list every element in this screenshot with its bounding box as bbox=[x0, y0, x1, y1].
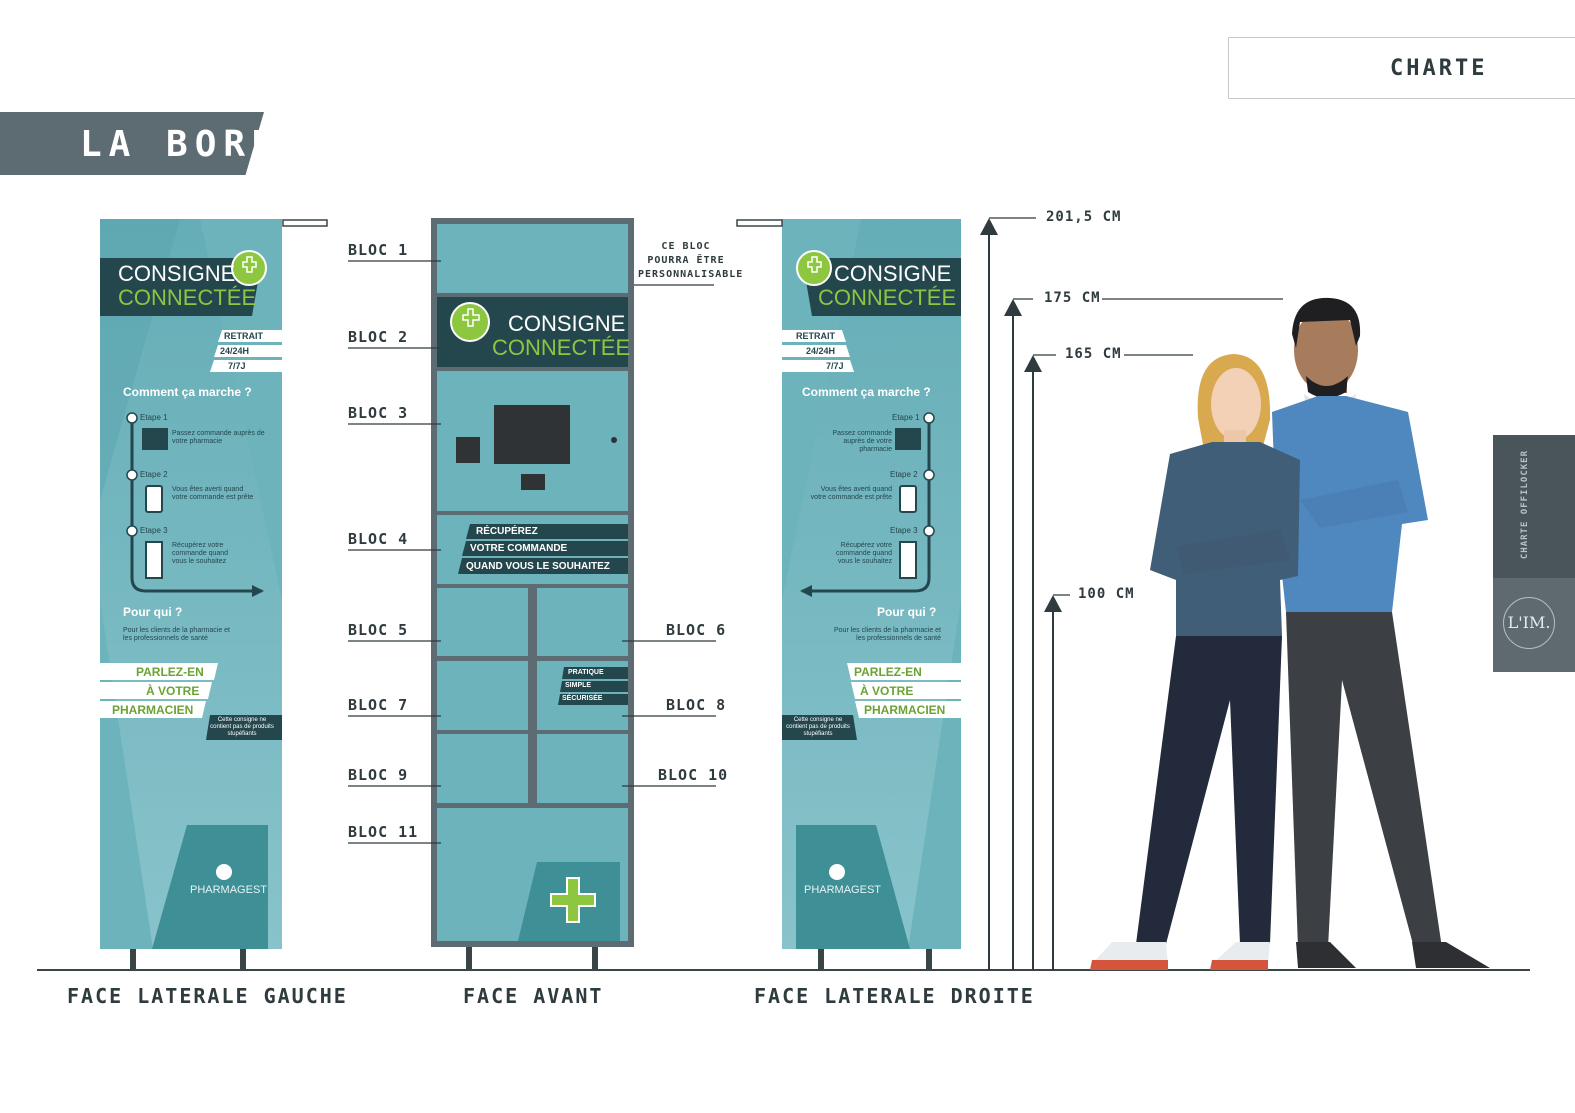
left-step3-text: Récupérez votre commande quand vous le s… bbox=[172, 542, 229, 565]
custom-note-line2: POURRA ÊTRE bbox=[647, 255, 725, 266]
right-side-panel bbox=[736, 219, 961, 970]
left-step3-label: Etape 3 bbox=[140, 526, 168, 535]
right-how-title: Comment ça marche ? bbox=[802, 385, 931, 399]
front-bloc8-line1: PRATIQUE bbox=[568, 669, 604, 676]
charte-box bbox=[1228, 37, 1575, 99]
right-step2-label: Etape 2 bbox=[890, 470, 918, 479]
bloc-10-label: BLOC 10 bbox=[658, 766, 729, 784]
left-pharmagest-logo: PHARMAGEST bbox=[190, 884, 268, 896]
front-bloc8-line3: SÉCURISÉE bbox=[562, 695, 603, 702]
front-brand-line2: CONNECTÉE bbox=[492, 335, 631, 360]
caption-right-face: FACE LATERALE DROITE bbox=[754, 984, 1035, 1008]
caption-front-face: FACE AVANT bbox=[463, 984, 604, 1008]
custom-note: CE BLOC POURRA ÊTRE PERSONNALISABLE bbox=[638, 240, 744, 282]
left-badge-hours: 24/24H bbox=[220, 346, 250, 356]
woman-figure bbox=[1090, 354, 1300, 970]
bloc-3-label: BLOC 3 bbox=[348, 404, 409, 422]
right-badge-retrait: RETRAIT bbox=[796, 331, 835, 341]
left-side-panel bbox=[100, 219, 328, 970]
front-bloc4-line1: RÉCUPÉREZ bbox=[476, 526, 538, 537]
left-badge-days: 7/7J bbox=[228, 361, 246, 371]
left-cta-1: PARLEZ-EN bbox=[136, 665, 204, 679]
right-brand-line1: CONSIGNE bbox=[834, 261, 952, 286]
right-step2-text: Vous êtes averti quand votre commande es… bbox=[810, 486, 892, 501]
right-badge-hours: 24/24H bbox=[806, 346, 836, 356]
right-step1-label: Etape 1 bbox=[892, 413, 920, 422]
left-step1-text: Passez commande auprès de votre pharmaci… bbox=[172, 430, 265, 445]
right-cta-1: PARLEZ-EN bbox=[854, 665, 922, 679]
bloc-7-label: BLOC 7 bbox=[348, 696, 409, 714]
right-step3-label: Etape 3 bbox=[890, 526, 918, 535]
right-badge-days: 7/7J bbox=[826, 361, 844, 371]
left-disclaimer: Cette consigne ne contient pas de produi… bbox=[210, 717, 274, 737]
bloc-11-label: BLOC 11 bbox=[348, 823, 419, 841]
right-brand-line2: CONNECTÉE bbox=[818, 285, 957, 310]
left-who-title: Pour qui ? bbox=[123, 605, 183, 619]
left-brand-line1: CONSIGNE bbox=[118, 261, 236, 286]
height-measures bbox=[980, 217, 1283, 970]
bloc-8-label: BLOC 8 bbox=[666, 696, 727, 714]
left-badge-retrait: RETRAIT bbox=[224, 331, 263, 341]
caption-left-face: FACE LATERALE GAUCHE bbox=[67, 984, 348, 1008]
front-bloc4-line3: QUAND VOUS LE SOUHAITEZ bbox=[466, 561, 610, 572]
side-tab-top bbox=[1493, 435, 1575, 578]
right-cta-2: À VOTRE bbox=[860, 684, 914, 698]
front-bloc8-line2: SIMPLE bbox=[565, 682, 592, 689]
height-201-label: 201,5 CM bbox=[1046, 209, 1122, 225]
lim-logo: L'IM. bbox=[1503, 597, 1555, 649]
left-how-title: Comment ça marche ? bbox=[123, 385, 252, 399]
left-step2-text: Vous êtes averti quand votre commande es… bbox=[172, 486, 254, 501]
left-who-text: Pour les clients de la pharmacie et les … bbox=[123, 627, 230, 642]
left-cta-3: PHARMACIEN bbox=[112, 703, 194, 717]
left-brand-line2: CONNECTÉE bbox=[118, 285, 257, 310]
front-kiosk bbox=[348, 218, 716, 970]
left-cta-2: À VOTRE bbox=[146, 684, 200, 698]
right-who-text: Pour les clients de la pharmacie et les … bbox=[834, 627, 941, 642]
man-figure bbox=[1272, 297, 1490, 968]
height-175-label: 175 CM bbox=[1044, 290, 1101, 306]
bloc-9-label: BLOC 9 bbox=[348, 766, 409, 784]
custom-note-line1: CE BLOC bbox=[661, 241, 711, 252]
left-step1-label: Etape 1 bbox=[140, 413, 168, 422]
right-pharmagest-logo: PHARMAGEST bbox=[804, 884, 882, 896]
right-step1-text: Passez commande auprès de votre pharmaci… bbox=[832, 430, 892, 453]
bloc-4-label: BLOC 4 bbox=[348, 530, 409, 548]
right-disclaimer: Cette consigne ne contient pas de produi… bbox=[786, 717, 850, 737]
height-165-label: 165 CM bbox=[1065, 346, 1122, 362]
bloc-1-label: BLOC 1 bbox=[348, 241, 409, 259]
right-cta-3: PHARMACIEN bbox=[864, 703, 946, 717]
right-who-title: Pour qui ? bbox=[877, 605, 937, 619]
left-step2-label: Etape 2 bbox=[140, 470, 168, 479]
page-title: LA BORNE bbox=[80, 124, 310, 165]
bloc-5-label: BLOC 5 bbox=[348, 621, 409, 639]
front-brand-line1: CONSIGNE bbox=[508, 311, 626, 336]
charte-label: CHARTE bbox=[1390, 56, 1488, 81]
bloc-2-label: BLOC 2 bbox=[348, 328, 409, 346]
title-bar bbox=[0, 112, 264, 175]
height-100-label: 100 CM bbox=[1078, 586, 1135, 602]
bloc-6-label: BLOC 6 bbox=[666, 621, 727, 639]
right-step3-text: Récupérez votre commande quand vous le s… bbox=[835, 542, 892, 565]
front-bloc4-line2: VOTRE COMMANDE bbox=[470, 543, 568, 554]
custom-note-line3: PERSONNALISABLE bbox=[638, 269, 744, 280]
